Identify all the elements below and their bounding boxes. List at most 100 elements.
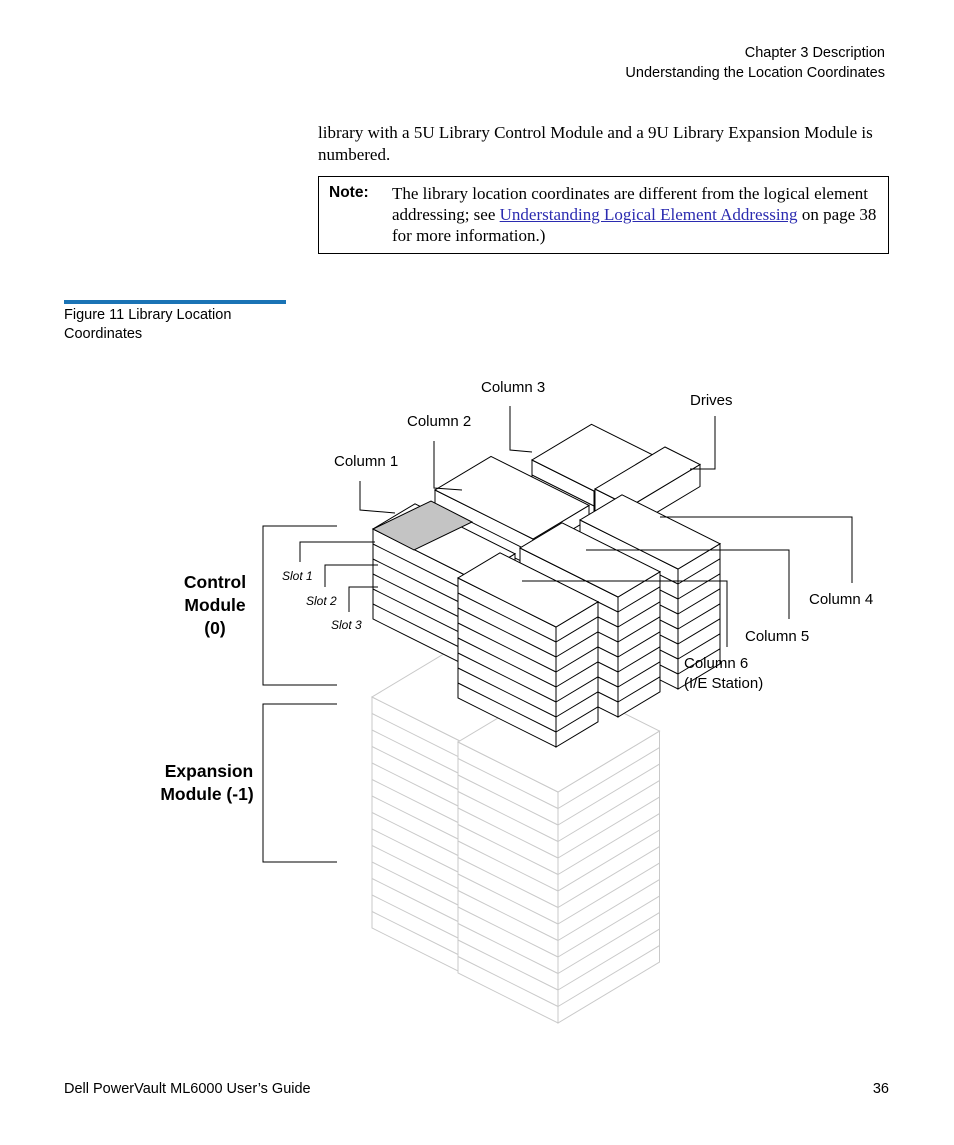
note-link[interactable]: Understanding Logical Element Addressing: [499, 205, 798, 224]
expansion-front-stack-slot-line: [457, 906, 559, 958]
column6-stack-top-face: [456, 552, 600, 628]
drives-label: Drives: [690, 392, 733, 409]
footer-title: Dell PowerVault ML6000 User’s Guide: [64, 1081, 311, 1097]
expansion-front-stack-slot-line: [457, 956, 559, 1007]
column6-stack-slot-line: [555, 661, 599, 688]
column5-leader: [586, 549, 790, 619]
expansion-back-stack-slot-line: [371, 812, 473, 863]
running-header-chapter: Chapter 3 Description: [744, 45, 885, 61]
column6-stack-slot-line: [555, 676, 599, 703]
expansion-back-stack-slot-line: [371, 729, 473, 781]
control-module-label-line2: Module: [184, 595, 246, 615]
column4-label: Column 4: [809, 591, 873, 608]
slot2-label: Slot 2: [306, 594, 337, 608]
expansion-front-stack-slot-line: [557, 813, 660, 875]
expansion-back-stack-slot-line: [371, 828, 473, 880]
column6-stack-slot-line: [457, 607, 557, 658]
control-module-label-line1: Control: [184, 572, 246, 592]
column6-stack-slot-line: [457, 622, 557, 673]
expansion-front-stack-slot-line: [557, 796, 660, 859]
expansion-back-stack-slot-line: [371, 713, 473, 764]
expansion-front-stack-slot-line: [557, 763, 660, 826]
expansion-module-drawing: [370, 635, 661, 1024]
expansion-front-stack-slot-line: [557, 846, 660, 908]
expansion-front-stack-slot-line: [557, 895, 660, 958]
column5-stack-slot-line: [617, 676, 661, 703]
column4-stack-slot-line: [677, 573, 721, 600]
note-label: Note:: [329, 184, 369, 201]
column5-stack-slot-line: [617, 646, 661, 673]
expansion-module-bracket: [262, 703, 337, 863]
expansion-module-label-line1: Expansion: [165, 761, 254, 781]
figure-caption: Figure 11 Library Location Coordinates: [64, 307, 232, 342]
column6-label-line1: Column 6: [684, 655, 748, 672]
column2-leader: [433, 441, 463, 491]
leader-lines: [262, 406, 853, 863]
expansion-front-stack-slot-line: [457, 923, 559, 974]
column4-stack-slot-line: [677, 588, 721, 615]
column5-stack-slot-line: [617, 661, 661, 688]
expansion-back-stack-slot-line: [371, 795, 473, 847]
column6-stack-slot-line: [555, 706, 599, 733]
column6-stack-slot-line: [457, 682, 557, 733]
column3-stack-slot-line: [531, 474, 595, 507]
slot3-leader: [348, 586, 378, 612]
column6-stack-slot-line: [457, 652, 557, 703]
control-module-label-line3: (0): [204, 618, 225, 638]
column1-leader: [359, 481, 396, 514]
expansion-front-stack-slot-line: [457, 824, 559, 875]
expansion-front-stack-slot-line: [457, 791, 559, 842]
slot2-leader: [324, 564, 378, 587]
column6-leader: [522, 580, 728, 647]
expansion-back-stack-slot-line: [371, 762, 473, 814]
expansion-front-stack-slot-line: [557, 862, 660, 925]
column5-stack-slot-line: [617, 616, 661, 643]
drives-leader: [690, 416, 716, 470]
column1-stack-slot-line: [372, 558, 474, 610]
expansion-front-stack-slot-line: [557, 945, 660, 1007]
expansion-back-stack-slot-line: [371, 894, 473, 946]
expansion-front-stack-slot-line: [457, 857, 559, 908]
column6-stack-slot-line: [457, 667, 557, 718]
expansion-back-stack-slot-line: [371, 746, 473, 797]
control-module-drawing: [371, 423, 722, 748]
expansion-front-stack-slot-line: [457, 840, 559, 892]
column4-stack-slot-line: [677, 633, 721, 660]
slot1-leader: [299, 541, 375, 562]
column5-label: Column 5: [745, 628, 809, 645]
expansion-front-stack-slot-line: [557, 912, 660, 974]
expansion-front-stack-slot-line: [457, 774, 559, 826]
expansion-front-stack-slot-line: [457, 758, 559, 809]
column4-stack-slot-line: [677, 618, 721, 645]
column6-stack-slot-line: [555, 631, 599, 658]
column3-label: Column 3: [481, 379, 545, 396]
expansion-front-stack-slot-line: [457, 939, 559, 991]
column5-stack-slot-line: [617, 601, 661, 628]
expansion-front-stack-slot-line: [457, 890, 559, 941]
column2-label: Column 2: [407, 413, 471, 430]
slot3-label: Slot 3: [331, 618, 362, 632]
expansion-front-stack-slot-line: [457, 807, 559, 859]
expansion-front-stack-slot-line: [557, 780, 660, 842]
note-box: Note: The library location coordinates a…: [318, 176, 889, 254]
expansion-front-stack-slot-line: [557, 829, 660, 892]
column1-stack-slot-line: [372, 543, 474, 595]
column1-label: Column 1: [334, 453, 398, 470]
column6-stack-slot-line: [555, 616, 599, 643]
column5-stack-slot-line: [617, 586, 661, 613]
expansion-back-stack-slot-line: [371, 861, 473, 913]
expansion-back-stack-slot-line: [371, 779, 473, 830]
column1-stack-slot-line: [372, 588, 474, 640]
note-text-before: The library location coordinates are dif…: [392, 184, 868, 224]
column6-stack-slot-line: [555, 691, 599, 718]
figure-rule: [64, 300, 286, 304]
column4-leader: [660, 516, 853, 583]
column2-stack-top-face: [433, 455, 591, 540]
expansion-front-stack-slot-line: [557, 747, 660, 809]
note-text: The library location coordinates are dif…: [392, 183, 877, 246]
column1-stack-slot-line: [372, 573, 474, 625]
running-header-section: Understanding the Location Coordinates: [625, 65, 885, 81]
column4-stack-slot-line: [677, 648, 721, 675]
expansion-front-stack-slot-line: [557, 928, 660, 991]
